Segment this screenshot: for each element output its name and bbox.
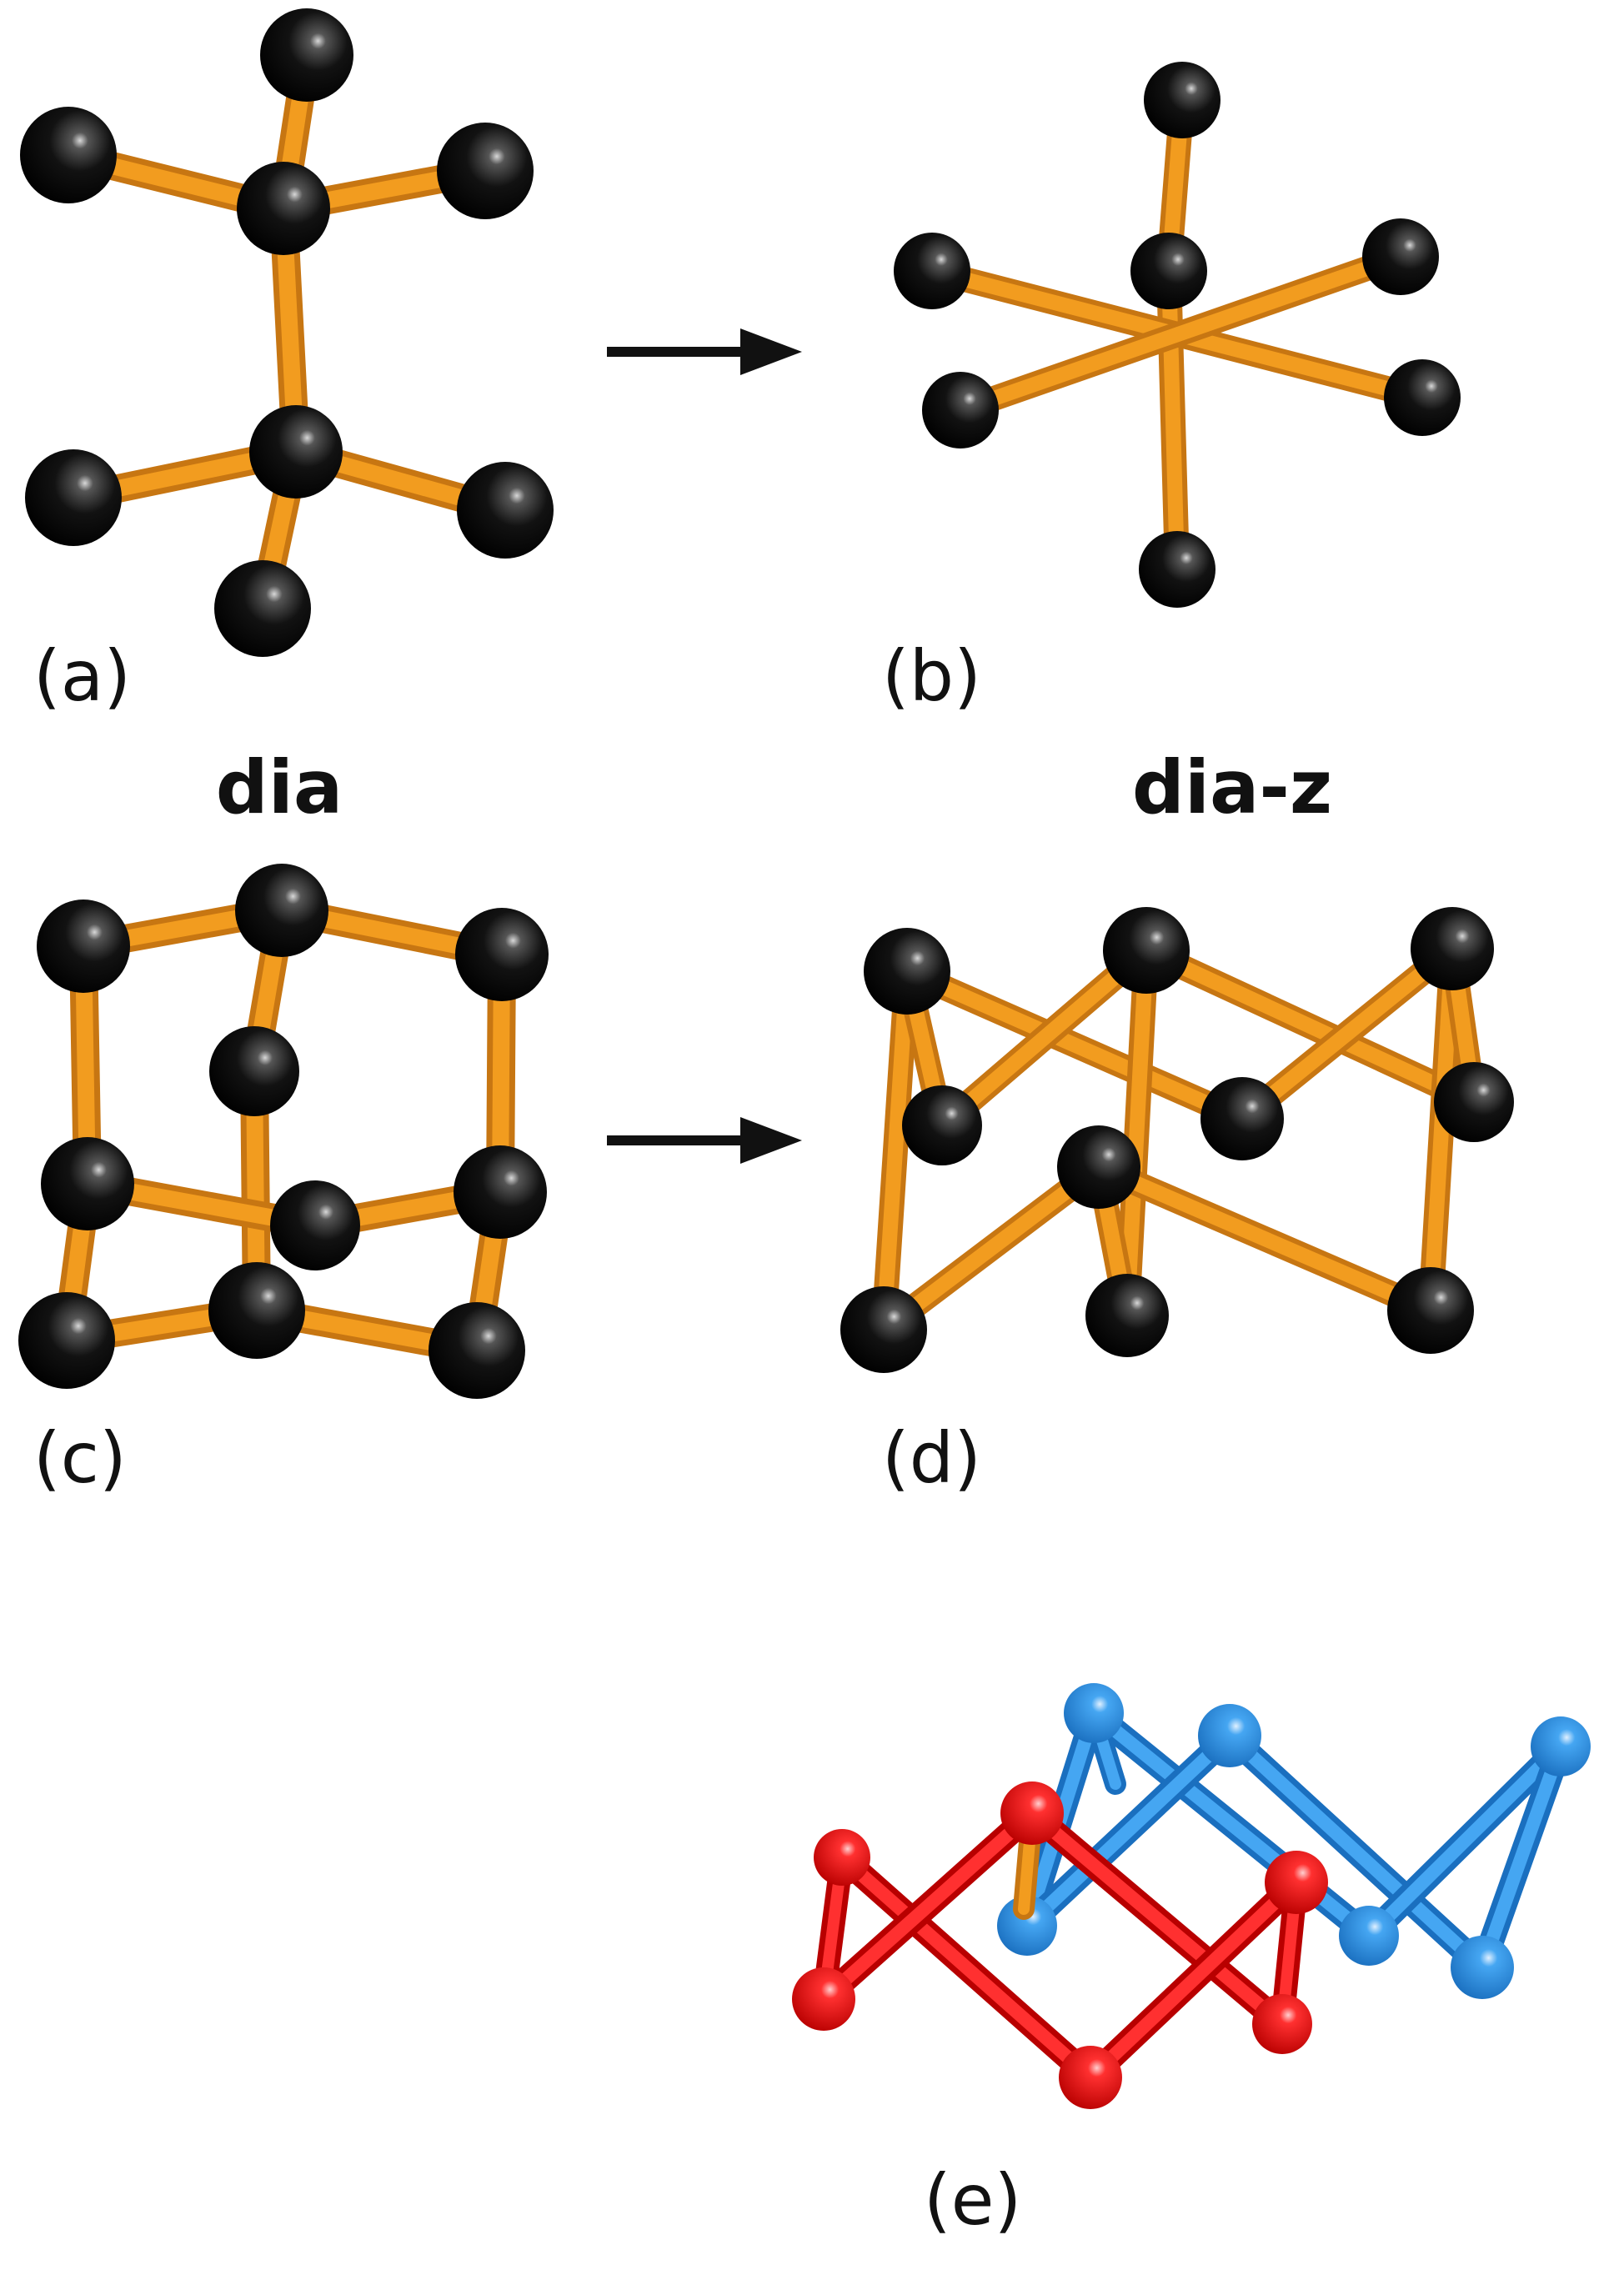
panel-label-e: (e) bbox=[924, 2159, 1021, 2241]
panel-d-nodes bbox=[840, 907, 1514, 1373]
arrow-c-to-d bbox=[607, 1117, 802, 1164]
panel-b-dia-z-unit: (b) bbox=[882, 62, 1461, 717]
panel-d-dia-z-cage: (d) bbox=[840, 907, 1514, 1499]
net-name-dia-z: dia-z bbox=[1132, 744, 1332, 830]
panel-c-dia-cage: (c) bbox=[18, 864, 549, 1499]
arrow-a-to-b bbox=[607, 328, 802, 375]
panel-b-nodes bbox=[894, 62, 1461, 608]
panel-e-blue-net-nodes bbox=[997, 1683, 1591, 1999]
panel-d-bonds bbox=[871, 936, 1486, 1342]
panel-label-d: (d) bbox=[882, 1417, 981, 1499]
panel-a-nodes bbox=[20, 8, 554, 657]
panel-e-blue-net-bonds bbox=[1015, 1701, 1573, 1980]
panel-a-dia-unit: (a) bbox=[20, 8, 554, 717]
panel-e-interpenetrated-nets: (e) bbox=[792, 1683, 1591, 2241]
panel-e-red-net-nodes bbox=[792, 1781, 1328, 2109]
panel-b-bonds bbox=[920, 88, 1435, 582]
panel-label-c: (c) bbox=[33, 1417, 127, 1499]
panel-e-red-net-bonds bbox=[811, 1801, 1309, 2090]
panel-label-b: (b) bbox=[882, 635, 981, 717]
panel-label-a: (a) bbox=[33, 635, 131, 717]
net-name-dia: dia bbox=[216, 744, 343, 830]
panel-a-bonds bbox=[54, 41, 519, 623]
panel-c-nodes bbox=[18, 864, 549, 1399]
